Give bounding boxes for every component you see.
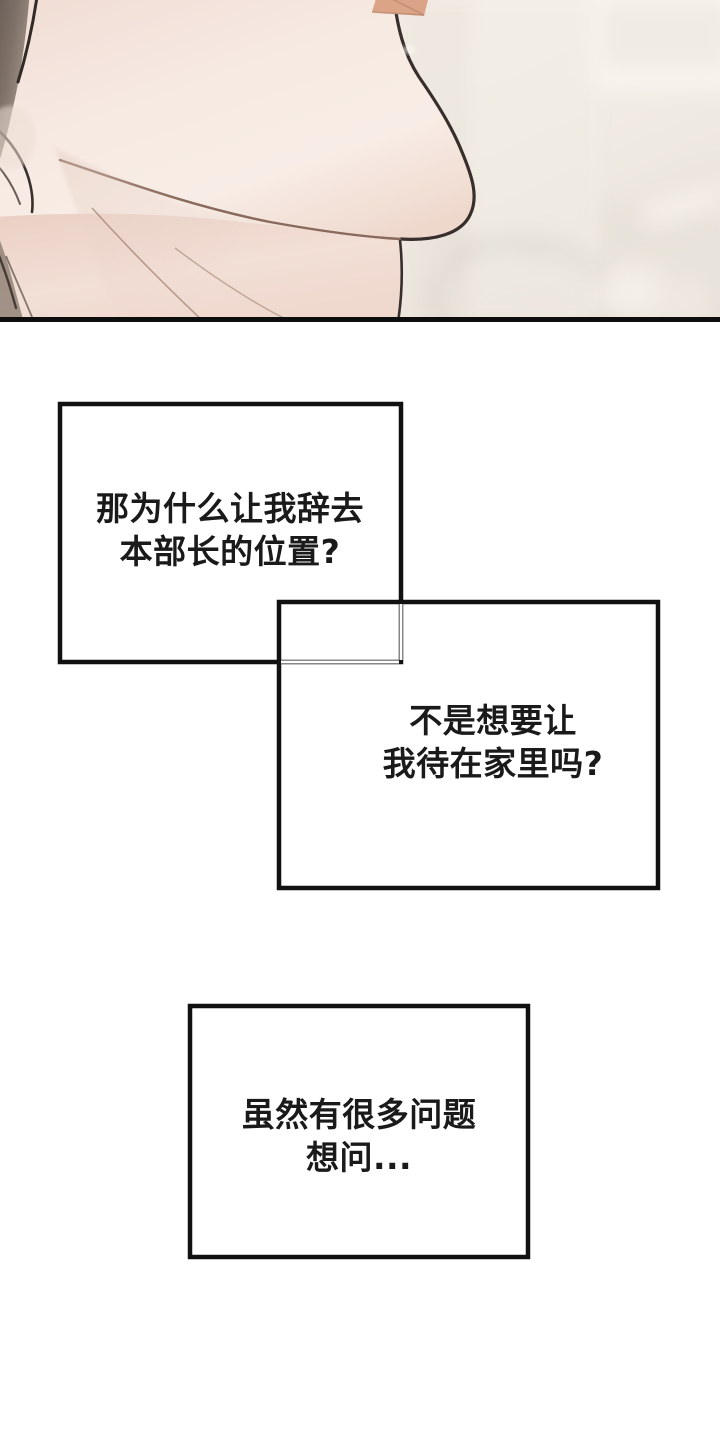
speech-bubble-3-text: 虽然有很多问题 想问... — [241, 1095, 477, 1177]
lip-shape — [372, 0, 428, 16]
cheek-contour-line — [91, 207, 200, 317]
under-jaw-shading — [55, 148, 250, 317]
neck-contour-line — [174, 247, 284, 317]
comic-artwork — [0, 0, 720, 317]
lip-outline — [371, 0, 425, 16]
neck-edge-line — [397, 239, 404, 317]
speech-bubble-3-outline — [187, 1003, 531, 1260]
comic-illustration-panel — [0, 0, 720, 322]
speech-bubble-1-outline — [57, 401, 404, 665]
hair-strands — [0, 0, 39, 317]
speech-bubble-2-outline — [276, 599, 661, 891]
speech-bubble-2-text: 不是想要让 我待在家里吗? — [382, 701, 604, 783]
speech-balloon-layer — [0, 322, 720, 1440]
skin-highlight — [401, 46, 415, 54]
speech-bubble-1-text: 那为什么让我辞去 本部长的位置? — [96, 489, 364, 571]
